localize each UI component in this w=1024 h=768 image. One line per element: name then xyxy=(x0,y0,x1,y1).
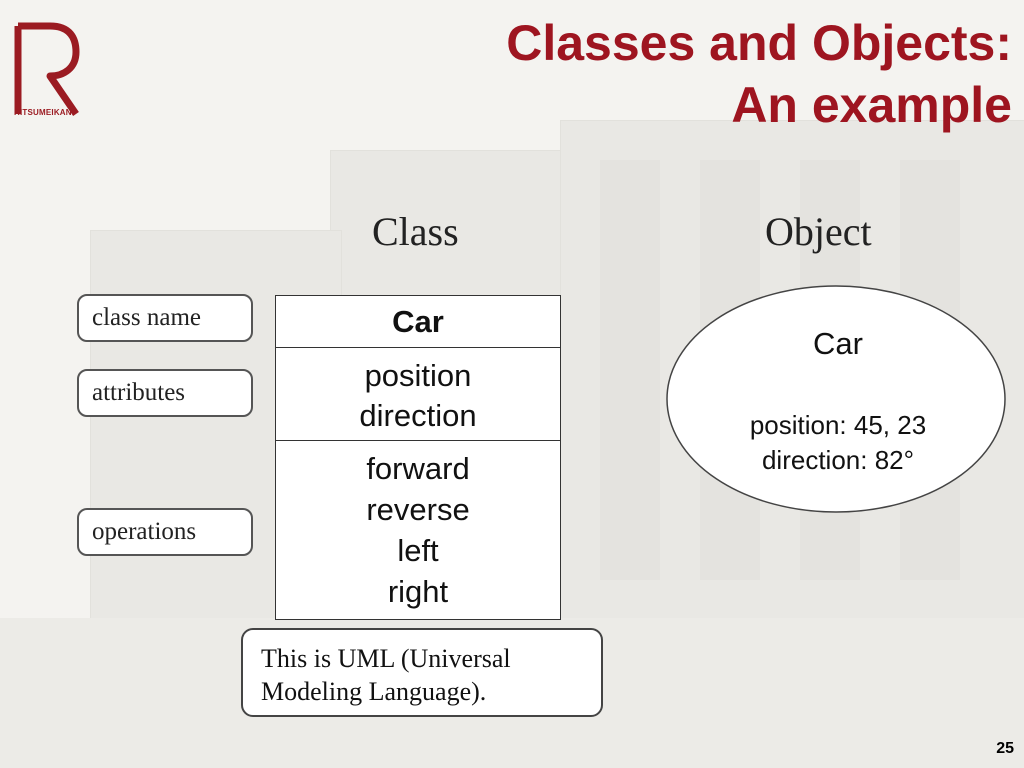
object-values: position: 45, 23 direction: 82° xyxy=(704,408,972,478)
slide-title: Classes and Objects: An example xyxy=(312,12,1012,136)
object-name: Car xyxy=(813,326,863,361)
object-heading: Object xyxy=(765,209,872,254)
note-line-1: This is UML (Universal xyxy=(261,644,511,673)
uml-attribute: direction xyxy=(359,398,477,433)
class-heading: Class xyxy=(372,209,459,254)
uml-attribute: position xyxy=(364,358,472,393)
uml-attributes-section: position direction xyxy=(276,348,560,441)
attributes-label: attributes xyxy=(77,369,253,417)
object-ellipse xyxy=(666,285,1006,513)
r-logo-icon xyxy=(14,22,80,116)
uml-class-box: Car position direction forward reverse l… xyxy=(275,295,561,620)
uml-operation: reverse xyxy=(366,492,470,527)
logo-text: RITSUMEIKAN xyxy=(14,108,72,117)
uml-operation: left xyxy=(397,533,439,568)
page-number: 25 xyxy=(996,740,1014,757)
operations-label: operations xyxy=(77,508,253,556)
uml-class-name: Car xyxy=(392,304,444,339)
title-line-1: Classes and Objects: xyxy=(506,15,1012,71)
uml-operations-section: forward reverse left right xyxy=(276,442,560,620)
uml-operation: right xyxy=(387,574,449,609)
object-value: position: 45, 23 xyxy=(749,410,927,440)
note-line-2: Modeling Language). xyxy=(261,677,487,706)
uml-note: This is UML (Universal Modeling Language… xyxy=(241,628,603,717)
title-line-2: An example xyxy=(731,77,1012,133)
uml-class-name-section: Car xyxy=(276,296,560,348)
class-name-label: class name xyxy=(77,294,253,342)
uml-operation: forward xyxy=(366,451,470,486)
object-value: direction: 82° xyxy=(761,445,915,475)
